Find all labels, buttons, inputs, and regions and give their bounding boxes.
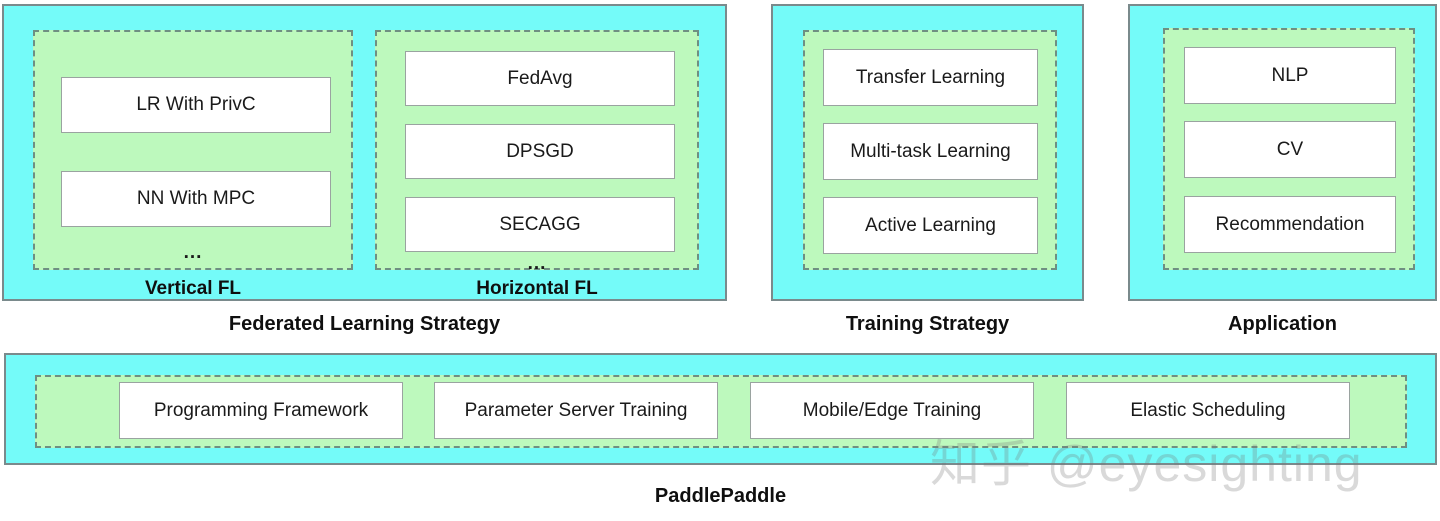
item-secagg[interactable]: SECAGG	[405, 197, 675, 252]
caption-application: Application	[1228, 313, 1337, 335]
item-mobile-edge-training[interactable]: Mobile/Edge Training	[750, 382, 1034, 439]
group-vertical-fl-label: Vertical FL	[144, 278, 242, 299]
item-cv[interactable]: CV	[1184, 121, 1396, 178]
panel-federated-learning-strategy: LR With PrivC NN With MPC ... Vertical F…	[2, 4, 727, 301]
caption-federated-learning-strategy: Federated Learning Strategy	[228, 313, 501, 335]
group-horizontal-fl-label: Horizontal FL	[476, 278, 598, 299]
item-elastic-scheduling[interactable]: Elastic Scheduling	[1066, 382, 1350, 439]
caption-training-strategy: Training Strategy	[845, 313, 1010, 335]
item-multi-task-learning[interactable]: Multi-task Learning	[823, 123, 1038, 180]
item-dpsgd[interactable]: DPSGD	[405, 124, 675, 179]
panel-training-strategy: Transfer Learning Multi-task Learning Ac…	[771, 4, 1084, 301]
item-nlp[interactable]: NLP	[1184, 47, 1396, 104]
item-transfer-learning[interactable]: Transfer Learning	[823, 49, 1038, 106]
group-paddlepaddle: Programming Framework Parameter Server T…	[35, 375, 1407, 448]
group-vertical-fl: LR With PrivC NN With MPC ...	[33, 30, 353, 270]
group-vertical-fl-ellipsis: ...	[183, 242, 203, 263]
item-parameter-server-training[interactable]: Parameter Server Training	[434, 382, 718, 439]
item-programming-framework[interactable]: Programming Framework	[119, 382, 403, 439]
group-application: NLP CV Recommendation	[1163, 28, 1415, 270]
item-fedavg[interactable]: FedAvg	[405, 51, 675, 106]
panel-application: NLP CV Recommendation	[1128, 4, 1437, 301]
item-nn-with-mpc[interactable]: NN With MPC	[61, 171, 331, 227]
group-horizontal-fl-ellipsis: ...	[527, 253, 547, 274]
group-horizontal-fl: FedAvg DPSGD SECAGG ...	[375, 30, 699, 274]
item-active-learning[interactable]: Active Learning	[823, 197, 1038, 254]
item-recommendation[interactable]: Recommendation	[1184, 196, 1396, 253]
caption-paddlepaddle: PaddlePaddle	[654, 485, 787, 507]
group-training-strategy: Transfer Learning Multi-task Learning Ac…	[803, 30, 1057, 270]
panel-paddlepaddle: Programming Framework Parameter Server T…	[4, 353, 1437, 465]
item-lr-with-privc[interactable]: LR With PrivC	[61, 77, 331, 133]
